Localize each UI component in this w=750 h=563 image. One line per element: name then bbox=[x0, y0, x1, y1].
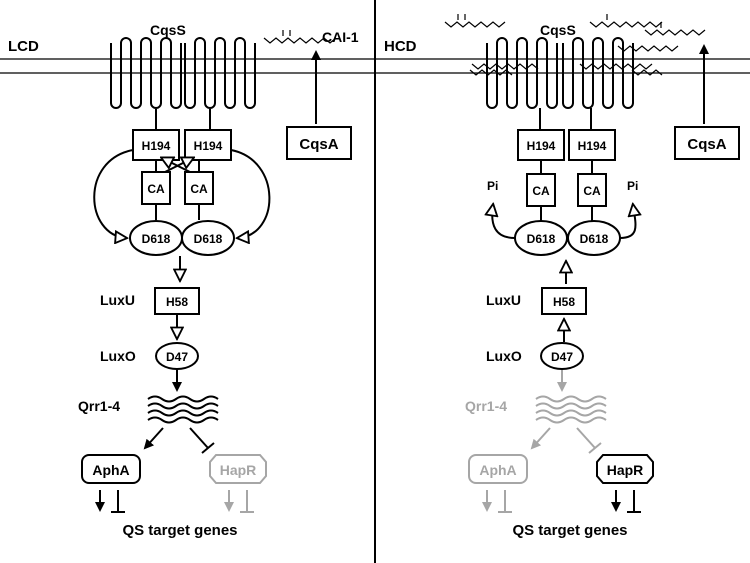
inhibit-qrr-to-hapr-grey bbox=[576, 427, 596, 449]
cqsa-label-left: CqsA bbox=[299, 136, 338, 153]
h58-box bbox=[154, 287, 200, 315]
qrr-srna-waves-grey bbox=[535, 395, 607, 424]
ca-box-left-hcd bbox=[526, 173, 556, 207]
hapr-octagon-active bbox=[596, 454, 654, 484]
ca-label-right: CA bbox=[190, 182, 208, 196]
ca-label-left-hcd: CA bbox=[532, 184, 550, 198]
h194-box-left bbox=[132, 129, 180, 161]
hapr-label-active: HapR bbox=[607, 462, 644, 478]
apha-label-active: AphA bbox=[92, 462, 129, 478]
curved-arrow-left bbox=[93, 149, 134, 238]
d618-label-right: D618 bbox=[194, 232, 223, 246]
d618-label-right-hcd: D618 bbox=[580, 232, 609, 246]
cai1-molecule bbox=[263, 30, 337, 44]
cqsa-label-right: CqsA bbox=[687, 136, 726, 153]
qrr-label-hcd: Qrr1-4 bbox=[465, 398, 507, 414]
d47-ellipse-hcd bbox=[540, 342, 584, 370]
hapr-octagon-inactive bbox=[209, 454, 267, 484]
d47-label: D47 bbox=[166, 350, 188, 364]
hcd-label: HCD bbox=[384, 38, 417, 55]
arrow-qrr-to-apha-grey bbox=[530, 427, 551, 450]
h58-box-hcd bbox=[541, 287, 587, 315]
cqss-transmembrane-helices-right-hcd bbox=[562, 37, 634, 130]
apha-label-inactive: AphA bbox=[479, 462, 516, 478]
qs-target-genes-label-left: QS target genes bbox=[122, 522, 237, 539]
ca-label-right-hcd: CA bbox=[583, 184, 601, 198]
qrr-srna-waves bbox=[147, 395, 219, 424]
hapr-label-inactive: HapR bbox=[220, 462, 257, 478]
h58-label-hcd: H58 bbox=[553, 295, 575, 309]
cqss-transmembrane-helices-left bbox=[110, 37, 182, 130]
h194-box-right bbox=[184, 129, 232, 161]
luxu-label: LuxU bbox=[100, 292, 135, 308]
cai1-molecules-bound bbox=[444, 14, 706, 76]
d618-ellipse-right bbox=[181, 220, 235, 256]
pi-label-left: Pi bbox=[487, 179, 498, 193]
d618-label-left: D618 bbox=[142, 232, 171, 246]
h194-label-right: H194 bbox=[194, 139, 223, 153]
lcd-panel: LCD CqsS H194 H194 CA CA D618 D618 bbox=[8, 22, 359, 539]
curved-arrow-right bbox=[230, 149, 271, 238]
qrr-label: Qrr1-4 bbox=[78, 398, 120, 414]
h194-label-right-hcd: H194 bbox=[578, 139, 607, 153]
h194-label-left: H194 bbox=[142, 139, 171, 153]
ca-box-left bbox=[141, 171, 171, 205]
cqss-label-hcd: CqsS bbox=[540, 22, 576, 38]
d47-label-hcd: D47 bbox=[551, 350, 573, 364]
hcd-panel: HCD CqsS H194 H194 CA CA D618 D bbox=[384, 14, 740, 539]
qs-target-genes-label-right: QS target genes bbox=[512, 522, 627, 539]
cqss-transmembrane-helices-left-hcd bbox=[486, 37, 558, 130]
ca-box-right bbox=[184, 171, 214, 205]
cqsa-box-right bbox=[674, 126, 740, 160]
lcd-label: LCD bbox=[8, 38, 39, 55]
luxu-label-hcd: LuxU bbox=[486, 292, 521, 308]
pi-label-right: Pi bbox=[627, 179, 638, 193]
luxo-label-hcd: LuxO bbox=[486, 348, 522, 364]
d47-ellipse bbox=[155, 342, 199, 370]
luxo-label: LuxO bbox=[100, 348, 136, 364]
h194-label-left-hcd: H194 bbox=[527, 139, 556, 153]
h194-box-left-hcd bbox=[517, 129, 565, 161]
cqss-transmembrane-helices-right bbox=[184, 37, 256, 130]
apha-box-active bbox=[81, 454, 141, 484]
cai1-label: CAI-1 bbox=[322, 29, 359, 45]
h58-label: H58 bbox=[166, 295, 188, 309]
cqss-label: CqsS bbox=[150, 22, 186, 38]
cross-arrow-right-to-left bbox=[162, 158, 191, 173]
arrow-qrr-to-apha bbox=[143, 427, 164, 450]
inhibit-qrr-to-hapr bbox=[189, 427, 209, 449]
d618-label-left-hcd: D618 bbox=[527, 232, 556, 246]
ca-label-left: CA bbox=[147, 182, 165, 196]
cqsa-box-left bbox=[286, 126, 352, 160]
cross-arrow-left-to-right bbox=[164, 158, 193, 173]
pi-release-arrow-left bbox=[492, 205, 516, 239]
pi-release-arrow-right bbox=[619, 205, 635, 239]
apha-box-inactive bbox=[468, 454, 528, 484]
